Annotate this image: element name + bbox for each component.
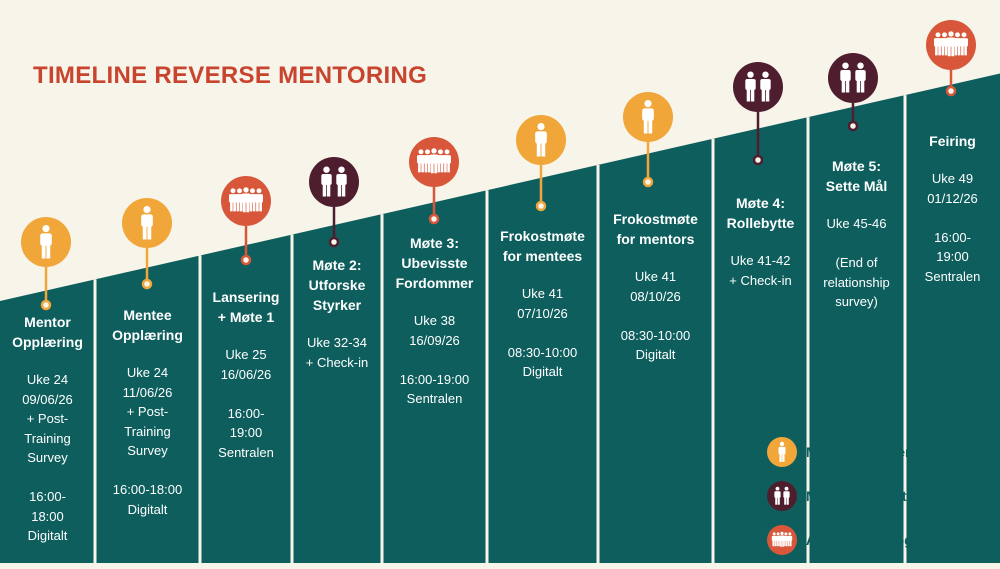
- milestone-pin: [309, 157, 359, 248]
- milestone-pin: [21, 217, 71, 311]
- milestone-pin: [122, 198, 172, 290]
- timeline-band: [0, 73, 1000, 563]
- pin-anchor: [240, 254, 252, 266]
- single-person-icon: [623, 92, 673, 142]
- milestone-details: Uke 41-42 + Check-in: [729, 253, 792, 288]
- milestone-title: Møte 2: Utforske Styrker: [308, 257, 366, 313]
- pin-anchor: [141, 278, 153, 290]
- milestone-details: Uke 38 16/09/26 16:00-19:00 Sentralen: [399, 313, 470, 406]
- milestone-details: Uke 24 11/06/26 + Post- Training Survey …: [112, 365, 183, 517]
- milestone-pin: [828, 53, 878, 132]
- milestone-details: Uke 41 08/10/26 08:30-10:00 Digitalt: [620, 269, 691, 362]
- legend-label: Alle Mentorer og Mentees: [806, 532, 971, 548]
- pin-anchor: [642, 176, 654, 188]
- milestone-details: Uke 45-46 (End of relationship survey): [823, 216, 890, 309]
- milestone-pins: [21, 20, 976, 311]
- pin-anchor: [847, 120, 859, 132]
- single-person-icon: [21, 217, 71, 267]
- group-people-icon: [926, 20, 976, 70]
- legend-label: Mentor eller Mentee: [806, 444, 933, 460]
- legend: Mentor eller Mentee Mentor og Mentee All…: [767, 437, 997, 569]
- legend-label: Mentor og Mentee: [806, 488, 922, 504]
- group-people-icon: [221, 176, 271, 226]
- legend-item-mentor-eller-mentee: Mentor eller Mentee: [767, 437, 997, 467]
- single-person-icon: [767, 437, 797, 467]
- milestone-title: Møte 3: Ubevisste Fordommer: [395, 235, 474, 291]
- milestone-details: Uke 32-34 + Check-in: [305, 335, 369, 370]
- milestone-pin: [623, 92, 673, 188]
- pin-anchor: [535, 200, 547, 212]
- single-person-icon: [516, 115, 566, 165]
- milestone-title: Lansering + Møte 1: [212, 289, 280, 325]
- milestone-pin: [221, 176, 271, 266]
- milestone-title: Mentee Opplæring: [112, 307, 183, 343]
- milestone-details: Uke 41 07/10/26 08:30-10:00 Digitalt: [507, 286, 578, 379]
- legend-item-alle: Alle Mentorer og Mentees: [767, 525, 997, 555]
- single-person-icon: [122, 198, 172, 248]
- two-people-icon: [767, 481, 797, 511]
- two-people-icon: [828, 53, 878, 103]
- milestone-pin: [516, 115, 566, 212]
- pin-anchor: [428, 213, 440, 225]
- milestone-title: Frokostmøte for mentors: [613, 211, 698, 247]
- two-people-icon: [733, 62, 783, 112]
- milestone-details: Uke 25 16/06/26 16:00- 19:00 Sentralen: [218, 347, 274, 460]
- milestone-title: Møte 5: Sette Mål: [825, 158, 888, 194]
- milestone-pin: [409, 137, 459, 225]
- column-dividers: [93, 95, 907, 563]
- milestone-title: Feiring: [929, 133, 976, 149]
- milestone-title: Møte 4: Rollebytte: [726, 195, 795, 231]
- page-title: TIMELINE REVERSE MENTORING: [33, 62, 428, 89]
- milestone-pin: [733, 62, 783, 166]
- milestone-pin: [926, 20, 976, 97]
- group-people-icon: [409, 137, 459, 187]
- two-people-icon: [309, 157, 359, 207]
- legend-item-mentor-og-mentee: Mentor og Mentee: [767, 481, 997, 511]
- milestone-3: Lansering + Møte 1 Uke 25 16/06/26 16:00-…: [201, 287, 291, 462]
- group-people-icon: [767, 525, 797, 555]
- pin-anchor: [752, 154, 764, 166]
- pin-anchor: [945, 85, 957, 97]
- pin-anchor: [328, 236, 340, 248]
- milestone-details: Uke 49 01/12/26 16:00- 19:00 Sentralen: [924, 171, 981, 284]
- pin-anchor: [40, 299, 52, 311]
- milestone-details: Uke 24 09/06/26 + Post- Training Survey …: [22, 372, 73, 543]
- milestone-title: Mentor Opplæring: [12, 314, 83, 350]
- milestone-title: Frokostmøte for mentees: [500, 228, 585, 264]
